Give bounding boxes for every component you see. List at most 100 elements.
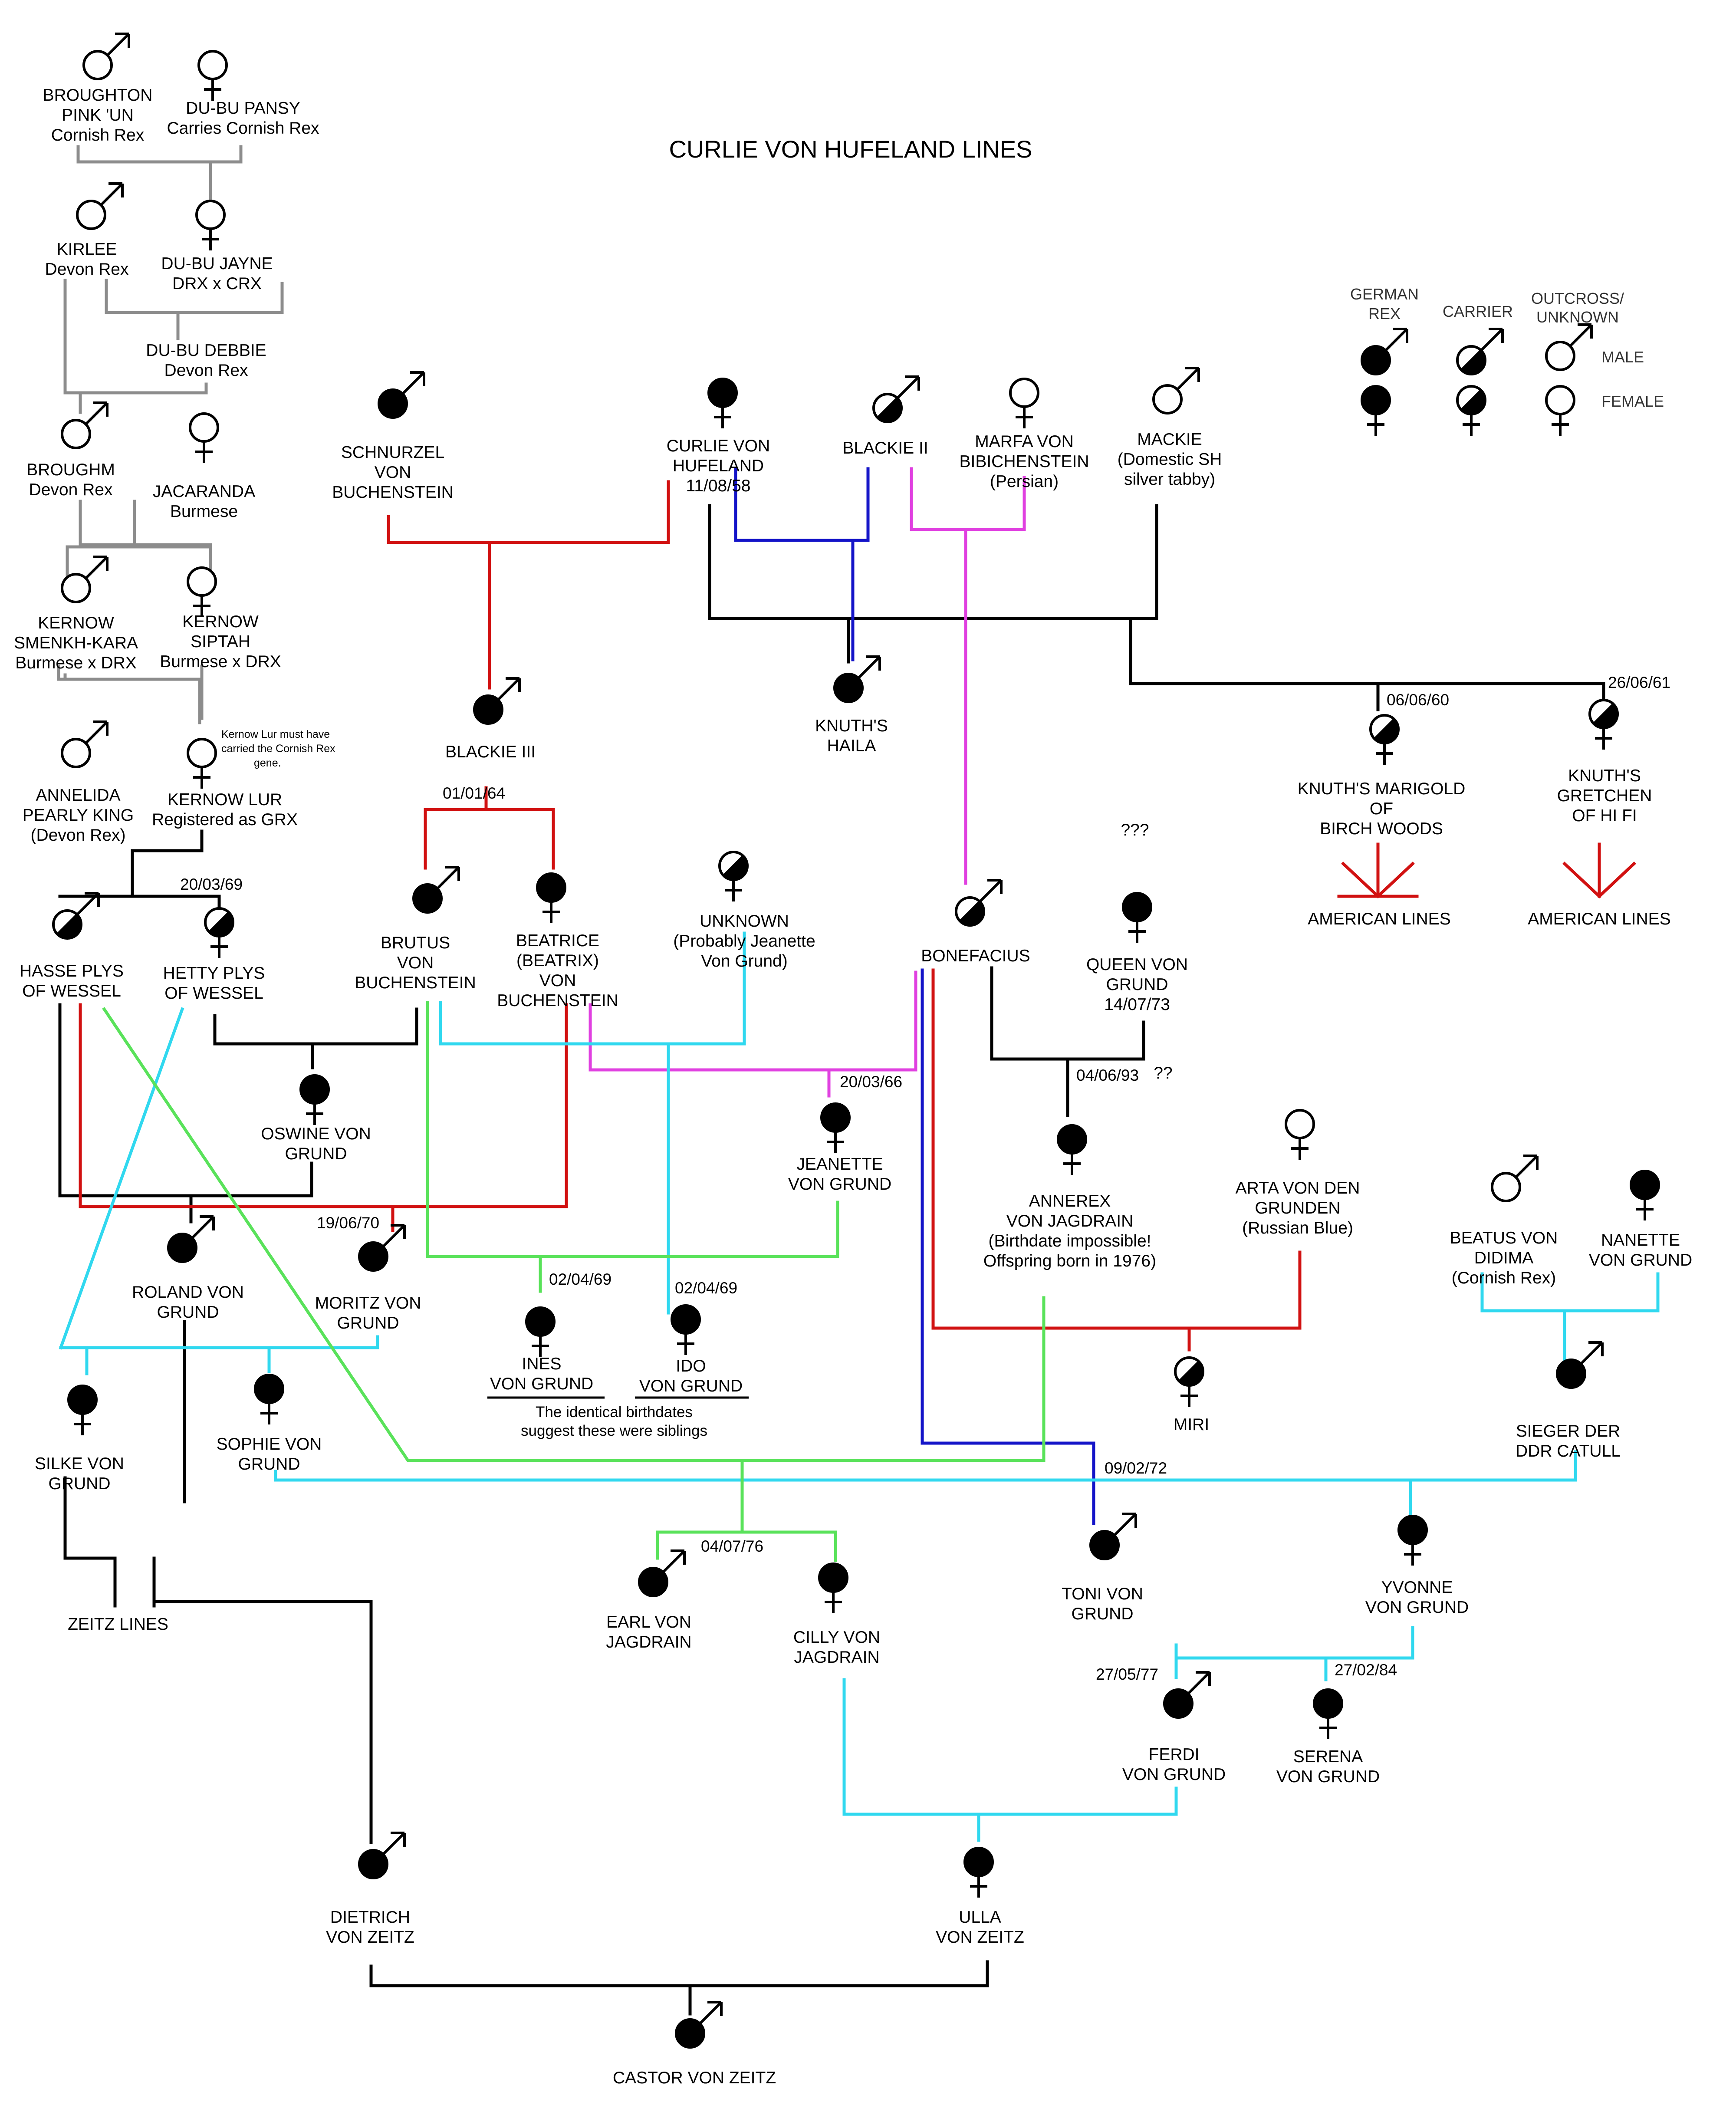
date-label: 01/01/64 bbox=[443, 784, 505, 802]
date-label: 27/05/77 bbox=[1096, 1665, 1158, 1683]
male-rex-symbol bbox=[358, 1224, 406, 1272]
cat-name-line: KERNOW bbox=[182, 612, 259, 631]
cat-name-line: DIDIMA bbox=[1474, 1249, 1534, 1267]
cat-name-line: VON GRUND bbox=[1276, 1767, 1380, 1786]
red-line bbox=[387, 480, 670, 690]
cat-name-line: VON bbox=[539, 971, 576, 990]
cat-name-line: ULLA bbox=[959, 1908, 1001, 1927]
cat-name-line: MIRI bbox=[1174, 1415, 1209, 1434]
female-rex-symbol bbox=[963, 1847, 994, 1898]
cat-name-line: ROLAND VON bbox=[132, 1283, 244, 1302]
cyan-line bbox=[1174, 1626, 1414, 1681]
cat-name-line: Devon Rex bbox=[164, 361, 248, 380]
male-rex-symbol bbox=[833, 655, 881, 703]
female-outcross-symbol bbox=[187, 738, 217, 789]
cat-name-line: CILLY VON bbox=[793, 1628, 880, 1647]
female-carrier-symbol bbox=[718, 851, 749, 901]
zeitz-lines-label: ZEITZ LINES bbox=[68, 1615, 168, 1634]
connector-lines bbox=[57, 145, 1660, 2016]
kernow-lur-note: gene. bbox=[254, 757, 281, 769]
legend-symbols bbox=[1361, 323, 1593, 436]
legend-female: FEMALE bbox=[1601, 392, 1664, 410]
female-rex-symbol bbox=[1313, 1688, 1343, 1739]
cat-name-line: KIRLEE bbox=[57, 240, 117, 259]
female-rex-symbol bbox=[536, 872, 566, 923]
grey-line bbox=[76, 145, 243, 201]
legend-carrier-male-symbol bbox=[1456, 328, 1504, 375]
cat-name-line: GRUND bbox=[157, 1303, 219, 1322]
date-label: 02/04/69 bbox=[549, 1270, 612, 1288]
cat-name-line: HAILA bbox=[827, 737, 876, 755]
cat-name-line: BUCHENSTEIN bbox=[332, 483, 454, 502]
question-marks: ?? bbox=[1154, 1064, 1172, 1082]
american-lines-label: AMERICAN LINES bbox=[1308, 910, 1450, 928]
cat-name-line: BROUGHTON bbox=[43, 86, 153, 105]
cat-name-line: DRX x CRX bbox=[172, 274, 262, 293]
cat-name-line: NANETTE bbox=[1601, 1231, 1680, 1250]
black-line bbox=[369, 1960, 989, 2016]
cat-name-line: 11/08/58 bbox=[686, 477, 751, 495]
cat-name-line: HASSE PLYS bbox=[20, 962, 124, 980]
blue-line bbox=[921, 968, 1095, 1525]
female-rex-symbol bbox=[299, 1074, 330, 1125]
male-outcross-symbol bbox=[76, 182, 124, 230]
cat-name-line: ARTA VON DEN bbox=[1236, 1179, 1360, 1197]
female-outcross-symbol bbox=[1285, 1109, 1315, 1160]
cyan-line bbox=[439, 931, 746, 1315]
cat-name-line: KERNOW bbox=[38, 614, 114, 632]
male-rex-symbol bbox=[675, 2001, 723, 2049]
female-rex-symbol bbox=[1057, 1124, 1087, 1175]
male-outcross-symbol bbox=[61, 720, 108, 768]
cat-name-line: SMENKH-KARA bbox=[14, 634, 138, 652]
male-rex-symbol bbox=[1089, 1513, 1137, 1560]
cat-name-line: JEANETTE bbox=[796, 1155, 883, 1174]
cat-name-line: KNUTH'S MARIGOLD bbox=[1298, 780, 1466, 798]
cat-name-line: BEATUS VON bbox=[1450, 1229, 1558, 1247]
male-rex-symbol bbox=[358, 1832, 406, 1879]
red-line bbox=[1562, 842, 1636, 898]
legend-carrier: CARRIER bbox=[1443, 303, 1513, 320]
cat-name-line: JAGDRAIN bbox=[794, 1648, 879, 1667]
date-label: 27/02/84 bbox=[1335, 1661, 1397, 1679]
cat-name-line: DIETRICH bbox=[330, 1908, 410, 1927]
date-label: 04/06/93 bbox=[1076, 1066, 1139, 1084]
cat-name-line: MARFA VON bbox=[975, 432, 1074, 451]
male-rex-symbol bbox=[378, 371, 425, 419]
cat-name-line: VON GRUND bbox=[639, 1377, 743, 1395]
cat-name-line: BIBICHENSTEIN bbox=[959, 452, 1089, 471]
male-outcross-symbol bbox=[1152, 367, 1200, 414]
cat-name-line: Devon Rex bbox=[29, 480, 113, 499]
cat-name-line: (Domestic SH bbox=[1118, 450, 1222, 469]
female-carrier-symbol bbox=[1369, 714, 1400, 765]
legend-rex-female-symbol bbox=[1361, 385, 1391, 436]
male-outcross-symbol bbox=[61, 401, 108, 449]
cat-name-line: DU-BU JAYNE bbox=[161, 254, 273, 273]
black-line bbox=[63, 1320, 373, 1844]
cat-name-line: MORITZ VON bbox=[315, 1294, 421, 1313]
cat-name-line: KNUTH'S bbox=[1568, 766, 1641, 785]
date-label: 20/03/69 bbox=[180, 875, 243, 893]
blue-line bbox=[734, 467, 870, 661]
cat-name-line: OF WESSEL bbox=[22, 982, 121, 1000]
cat-name-line: BUCHENSTEIN bbox=[355, 974, 476, 992]
black-line bbox=[58, 895, 221, 911]
cat-name-line: BEATRICE bbox=[516, 931, 599, 950]
